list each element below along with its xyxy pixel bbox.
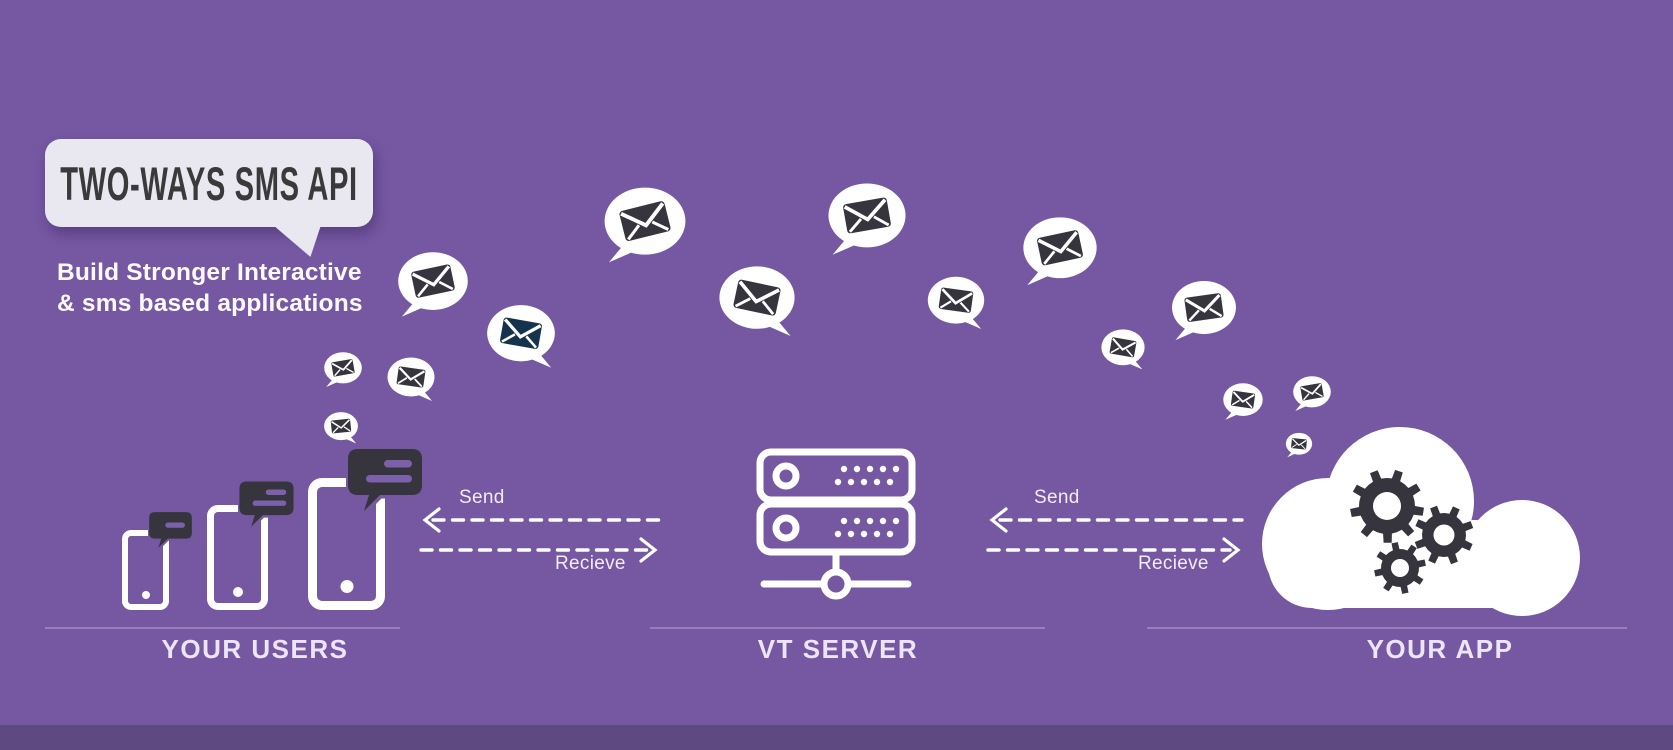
envelope-icon (487, 304, 555, 368)
dashed-arrows-icon (419, 507, 661, 563)
envelope-icon (604, 187, 686, 263)
dashed-arrows-icon (986, 507, 1244, 563)
flow-users-server: Send Recieve (419, 487, 661, 583)
divider-server (650, 627, 1045, 629)
sms-message-bubble (1170, 279, 1238, 342)
flow-server-app: Send Recieve (986, 487, 1244, 583)
envelope-icon (828, 183, 906, 255)
subtitle-line-2: & sms based applications (57, 290, 363, 317)
envelope-icon (1172, 281, 1236, 341)
label-your-app: YOUR APP (1366, 634, 1514, 664)
bottom-strip (0, 725, 1673, 750)
envelope-icon (324, 411, 358, 444)
send-label: Send (459, 487, 505, 508)
sms-message-bubble (602, 185, 688, 264)
envelope-icon (1101, 329, 1145, 370)
sms-message-bubble (826, 181, 908, 256)
gear-icon (1374, 542, 1426, 594)
sms-message-bubble (926, 275, 986, 330)
sms-message-bubble (485, 303, 557, 369)
server-led-dots (834, 465, 900, 538)
sms-message-bubble (1021, 215, 1099, 287)
chat-bubble-icon (238, 480, 295, 529)
label-vt-server: VT SERVER (757, 634, 919, 664)
home-button (232, 587, 243, 597)
envelope-icon (387, 357, 435, 401)
chat-bubble-icon (346, 447, 424, 513)
subtitle-line-1: Build Stronger Interactive (57, 259, 362, 286)
sms-message-bubble (1285, 432, 1313, 458)
envelope-icon (1293, 376, 1331, 412)
envelope-icon (324, 352, 362, 388)
sms-message-bubble (1222, 382, 1264, 421)
envelope-icon (398, 252, 468, 317)
receive-label: Recieve (1138, 553, 1209, 574)
server-icon (756, 448, 916, 600)
divider-users (45, 627, 400, 629)
gear-icon (1414, 505, 1474, 565)
label-your-users: YOUR USERS (161, 634, 349, 664)
envelope-icon (927, 276, 985, 329)
gear-icon (1350, 469, 1424, 543)
sms-message-bubble (323, 411, 359, 444)
gears-icon (1350, 469, 1474, 594)
send-label: Send (1034, 487, 1080, 508)
sms-message-bubble (396, 250, 470, 318)
sms-message-bubble (1292, 375, 1332, 412)
diagram-title: TWO-WAYS SMS API (45, 139, 373, 227)
sms-message-bubble (386, 356, 436, 402)
sms-message-bubble (717, 264, 797, 338)
envelope-icon (1223, 383, 1263, 421)
title-callout-bubble: TWO-WAYS SMS API (45, 139, 373, 257)
cloud-icon (1262, 424, 1580, 616)
receive-label: Recieve (555, 553, 626, 574)
smartphone-icon-small (122, 530, 169, 610)
home-button (141, 591, 150, 599)
home-button (340, 580, 353, 593)
envelope-icon (1023, 217, 1097, 286)
envelope-icon (1285, 433, 1313, 458)
sms-message-bubble (323, 351, 363, 388)
diagram-title-text: TWO-WAYS SMS API (60, 156, 358, 210)
diagram-subtitle: Build Stronger Interactive & sms based a… (57, 257, 363, 319)
chat-bubble-icon (148, 511, 193, 550)
sms-message-bubble (1100, 328, 1146, 370)
envelope-icon (719, 266, 795, 337)
divider-app (1147, 627, 1627, 629)
